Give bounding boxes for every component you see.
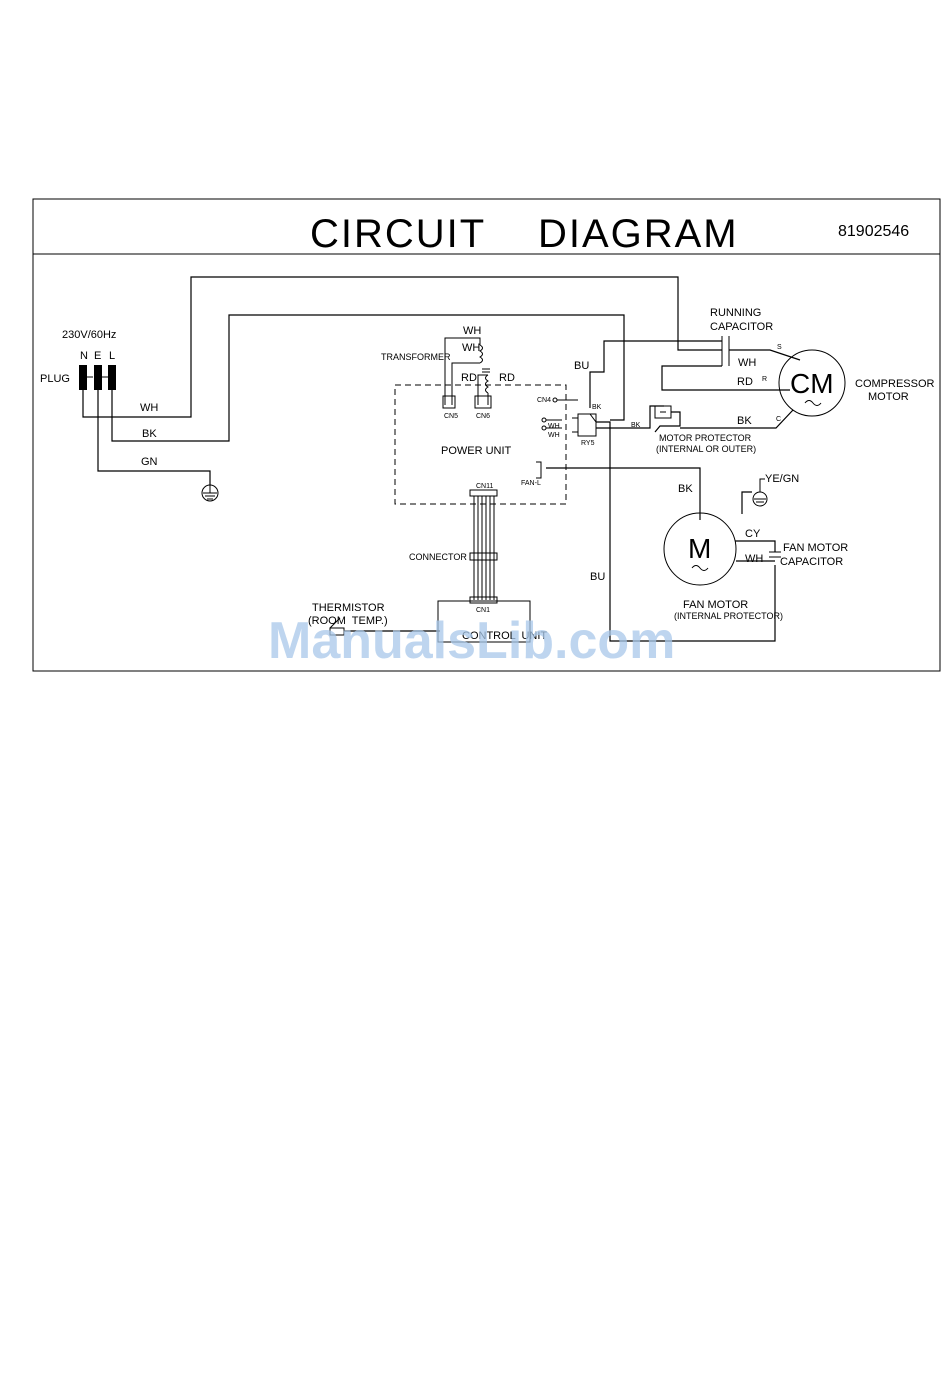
transformer-icon xyxy=(444,337,490,405)
transformer-wire-wh-mid: WH xyxy=(462,342,480,354)
ry5-label: RY5 xyxy=(581,440,595,447)
wire-label-bk-comp: BK xyxy=(737,415,752,427)
wire-label-gn: GN xyxy=(141,456,158,468)
fan-wire-wh: WH xyxy=(745,553,763,565)
wire-label-rd-comp: RD xyxy=(737,376,753,388)
terminal-s: S xyxy=(777,344,782,351)
compressor-motor-icon xyxy=(778,349,846,417)
cn1-label: CN1 xyxy=(476,607,490,614)
compressor-label-2: MOTOR xyxy=(868,391,909,403)
fan-capacitor-label-2: CAPACITOR xyxy=(780,556,843,568)
transformer-label: TRANSFORMER xyxy=(381,352,451,362)
running-capacitor-label-2: CAPACITOR xyxy=(710,321,773,333)
bu-wires xyxy=(546,340,776,642)
fan-motor-icon xyxy=(663,512,781,586)
cn11-plug xyxy=(469,489,498,497)
transformer-wire-rd-left: RD xyxy=(461,372,477,384)
control-unit-box xyxy=(437,600,531,643)
motor-protector-label-2: (INTERNAL OR OUTER) xyxy=(656,444,756,454)
diagram-code: 81902546 xyxy=(838,223,909,240)
thermistor-label-2: (ROOM TEMP.) xyxy=(308,615,388,627)
ground-icon xyxy=(201,484,219,502)
watermark: ManualsLib.com xyxy=(268,612,675,670)
transformer-wire-wh-top: WH xyxy=(463,325,481,337)
wire-label-wh-cap: WH xyxy=(738,357,756,369)
compressor-label-1: COMPRESSOR xyxy=(855,378,935,390)
motor-protector-label-1: MOTOR PROTECTOR xyxy=(659,433,752,443)
fan-l-label: FAN-L xyxy=(521,480,541,487)
cn5-label: CN5 xyxy=(444,413,458,420)
cn6-connector xyxy=(474,395,492,409)
fan-motor-label-1: FAN MOTOR xyxy=(683,599,748,611)
connector-label: CONNECTOR xyxy=(409,552,467,562)
wire-label-bk: BK xyxy=(142,428,157,440)
terminal-r: R xyxy=(762,376,767,383)
relay-wh-1: WH xyxy=(548,423,560,430)
running-capacitor-icon xyxy=(661,336,801,391)
wire-label-bk-fan: BK xyxy=(678,483,693,495)
plug-pin-e: E xyxy=(94,350,101,362)
cn4-label: CN4 xyxy=(537,397,551,404)
fan-motor-label-2: (INTERNAL PROTECTOR) xyxy=(674,611,783,621)
connector-harness xyxy=(469,496,498,604)
fan-capacitor-label-1: FAN MOTOR xyxy=(783,542,848,554)
cn11-label: CN11 xyxy=(476,483,493,490)
fan-motor-symbol: M xyxy=(688,533,711,564)
relay-ry5 xyxy=(536,397,597,479)
motor-protector-icon xyxy=(654,405,794,433)
control-unit-label: CONTROL UNIT xyxy=(462,630,547,642)
wire-label-bu-bottom: BU xyxy=(590,571,605,583)
plug-voltage: 230V/60Hz xyxy=(62,329,116,341)
running-capacitor-label-1: RUNNING xyxy=(710,307,761,319)
thermistor-icon xyxy=(329,617,440,636)
plug-pin-n: N xyxy=(80,350,88,362)
relay-wh-2: WH xyxy=(548,432,560,439)
diagram-title: CIRCUIT DIAGRAM xyxy=(310,212,739,256)
cn6-label: CN6 xyxy=(476,413,490,420)
thermistor-label-1: THERMISTOR xyxy=(312,602,385,614)
fan-wire-cy: CY xyxy=(745,528,761,540)
cn5-connector xyxy=(442,395,456,409)
plug-icon xyxy=(79,365,116,390)
relay-bk: BK xyxy=(592,404,602,411)
plug-label: PLUG xyxy=(40,373,70,385)
fan-ground-icon xyxy=(741,478,768,514)
wire-label-wh: WH xyxy=(140,402,158,414)
diagram-frame xyxy=(32,198,941,672)
wire-label-bk-relay: BK xyxy=(631,422,641,429)
plug-pin-l: L xyxy=(109,350,115,362)
power-unit-label: POWER UNIT xyxy=(441,445,512,457)
transformer-wire-rd-right: RD xyxy=(499,372,515,384)
fan-ground-label: YE/GN xyxy=(765,473,799,485)
terminal-c: C xyxy=(776,416,781,423)
mains-wires xyxy=(82,276,722,485)
power-unit-box xyxy=(394,384,567,505)
wire-label-bu-top: BU xyxy=(574,360,589,372)
compressor-symbol: CM xyxy=(790,368,834,399)
